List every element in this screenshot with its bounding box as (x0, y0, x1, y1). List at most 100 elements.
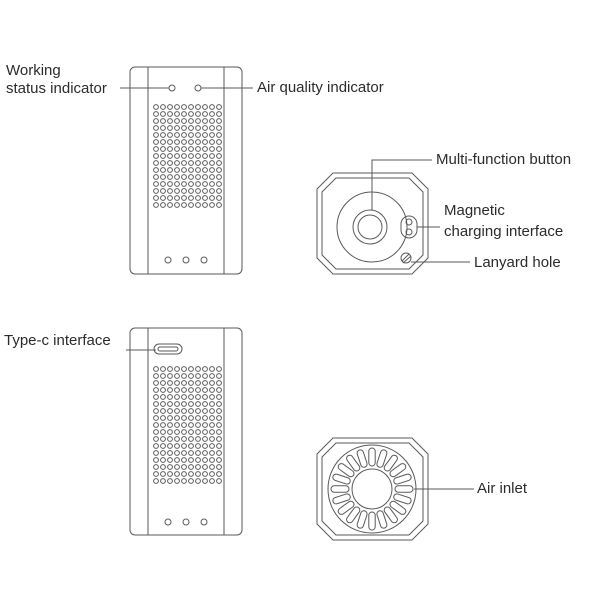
vent-hole (209, 195, 215, 201)
air-inlet-slot (332, 493, 351, 505)
vent-hole (216, 394, 222, 400)
vent-hole (195, 366, 201, 372)
vent-hole (202, 139, 208, 145)
vent-hole (160, 443, 166, 449)
vent-hole (188, 118, 194, 124)
vent-hole (202, 471, 208, 477)
vent-hole (202, 436, 208, 442)
vent-hole (174, 104, 180, 110)
vent-hole (195, 471, 201, 477)
vent-hole (181, 104, 187, 110)
vent-hole (153, 366, 159, 372)
vent-hole (174, 443, 180, 449)
label-multi-function: Multi-function button (436, 151, 572, 168)
vent-hole (153, 464, 159, 470)
vent-hole (216, 422, 222, 428)
vent-hole (181, 132, 187, 138)
vent-hole (188, 457, 194, 463)
air-inlet-slot (376, 510, 388, 529)
vent-hole (216, 118, 222, 124)
vent-hole (160, 202, 166, 208)
vent-hole (202, 153, 208, 159)
vent-hole (195, 188, 201, 194)
vent-hole (181, 153, 187, 159)
vent-hole (202, 167, 208, 173)
vent-hole (181, 146, 187, 152)
vent-hole (209, 401, 215, 407)
vent-hole (167, 464, 173, 470)
vent-hole (202, 181, 208, 187)
vent-hole (181, 415, 187, 421)
vent-hole (216, 436, 222, 442)
vent-hole (153, 436, 159, 442)
vent-hole (160, 401, 166, 407)
vent-hole (160, 429, 166, 435)
vent-hole (153, 111, 159, 117)
vent-hole (188, 174, 194, 180)
vent-hole (195, 111, 201, 117)
vent-hole (153, 450, 159, 456)
vent-hole (160, 464, 166, 470)
vent-hole (174, 195, 180, 201)
vent-hole (195, 450, 201, 456)
vent-hole (202, 422, 208, 428)
vent-hole (153, 429, 159, 435)
vent-hole (174, 471, 180, 477)
vent-hole (153, 443, 159, 449)
vent-hole (174, 387, 180, 393)
vent-hole (216, 160, 222, 166)
vent-hole (160, 188, 166, 194)
vent-hole (188, 132, 194, 138)
air-inlet-slot (383, 454, 398, 472)
vent-hole (174, 415, 180, 421)
vent-hole (202, 132, 208, 138)
vent-hole (202, 111, 208, 117)
vent-hole (153, 195, 159, 201)
vent-hole (181, 478, 187, 484)
vent-hole (174, 394, 180, 400)
vent-hole (209, 167, 215, 173)
vent-hole (181, 457, 187, 463)
vent-hole (195, 408, 201, 414)
vent-hole (216, 181, 222, 187)
vent-hole (160, 132, 166, 138)
vent-hole (202, 174, 208, 180)
vent-hole (195, 118, 201, 124)
vent-hole (202, 373, 208, 379)
bottom-view (316, 437, 429, 541)
air-inlet-slot (383, 506, 398, 524)
vent-hole (174, 153, 180, 159)
vent-hole (181, 167, 187, 173)
label-working-status-line1: Working (6, 62, 61, 79)
vent-hole (160, 436, 166, 442)
type-c-port-inner (157, 346, 179, 352)
vent-hole (188, 366, 194, 372)
vent-hole (209, 436, 215, 442)
vent-hole (216, 429, 222, 435)
vent-hole (167, 408, 173, 414)
front-bottom-hole (182, 256, 190, 264)
bottom-body-outline (316, 437, 429, 541)
label-air-quality: Air quality indicator (257, 79, 384, 96)
vent-hole (174, 188, 180, 194)
vent-hole (167, 394, 173, 400)
vent-hole (174, 401, 180, 407)
vent-hole (195, 104, 201, 110)
vent-hole (195, 195, 201, 201)
vent-hole (209, 394, 215, 400)
air-inlet-slot (346, 506, 361, 524)
vent-hole (174, 373, 180, 379)
vent-hole (174, 118, 180, 124)
vent-hole (160, 181, 166, 187)
vent-hole (153, 401, 159, 407)
multi-function-button-outer (352, 209, 388, 245)
vent-hole (167, 167, 173, 173)
vent-hole (202, 195, 208, 201)
vent-hole (216, 401, 222, 407)
vent-hole (188, 415, 194, 421)
vent-hole (181, 174, 187, 180)
vent-hole (188, 153, 194, 159)
vent-hole (188, 464, 194, 470)
vent-hole (195, 415, 201, 421)
